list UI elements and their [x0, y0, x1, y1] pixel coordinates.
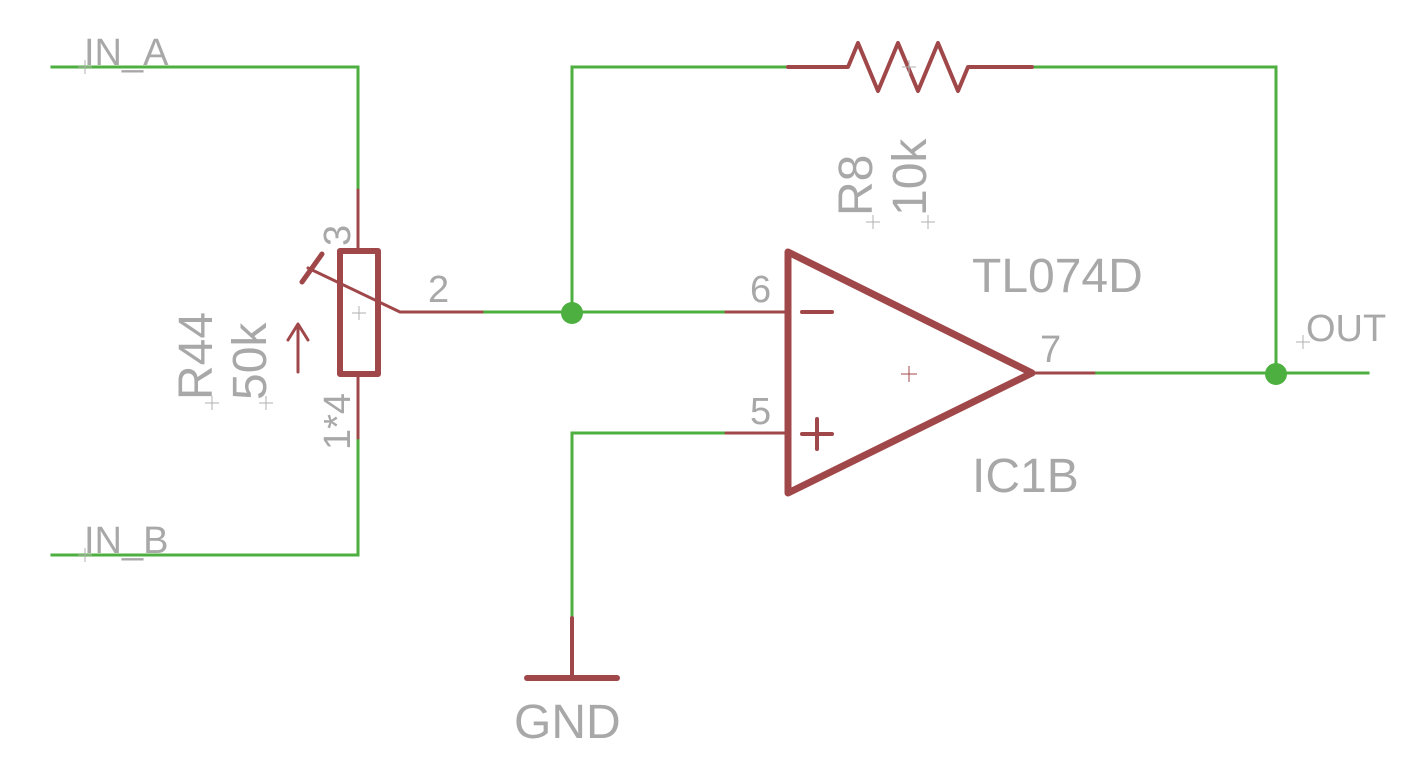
- wire-in-b[interactable]: [50, 436, 360, 557]
- pot-body: [337, 248, 381, 377]
- net-label-in-b: IN_B: [84, 520, 168, 562]
- pot-name-label: R44: [170, 312, 223, 400]
- wire-noninverting-to-gnd[interactable]: [570, 431, 728, 620]
- pot-adjust-arrow-icon: [286, 322, 310, 342]
- opamp-pin-noninverting-label: 5: [750, 391, 771, 433]
- resistor-value-label: 10k: [884, 138, 937, 216]
- resistor-r8[interactable]: [786, 41, 1034, 93]
- pot-pin-wiper-label: 2: [428, 269, 449, 311]
- pot-origin-cross: [352, 306, 366, 320]
- ground-symbol[interactable]: [524, 616, 620, 681]
- pot-pin-bottom-label: 1*4: [317, 393, 359, 450]
- wires: [50, 65, 1370, 620]
- net-label-gnd: GND: [514, 696, 621, 749]
- resistor-origin-cross: [902, 60, 916, 74]
- opamp-origin-cross: [901, 366, 917, 382]
- wire-feedback-right[interactable]: [1030, 65, 1278, 375]
- wire-feedback-left[interactable]: [570, 65, 790, 314]
- opamp-ic1b[interactable]: [724, 248, 1096, 497]
- net-label-in-a: IN_A: [84, 32, 169, 74]
- net-label-out: OUT: [1306, 308, 1386, 350]
- opamp-part-label: TL074D: [972, 250, 1143, 303]
- pot-value-label: 50k: [224, 322, 277, 400]
- pot-pin-top-label: 3: [317, 225, 359, 246]
- pot-wiper-stop: [299, 251, 325, 285]
- junction-output-node: [1265, 363, 1287, 385]
- opamp-pin-inverting-label: 6: [750, 269, 771, 311]
- wire-in-a[interactable]: [50, 65, 360, 192]
- junction-inverting-node: [561, 302, 583, 324]
- opamp-name-label: IC1B: [972, 450, 1079, 503]
- potentiometer-r44[interactable]: [286, 188, 484, 440]
- pot-wiper: [306, 266, 484, 314]
- opamp-pin-output-label: 7: [1040, 329, 1061, 371]
- opamp-triangle: [784, 248, 1036, 497]
- resistor-name-label: R8: [830, 155, 883, 216]
- label-origin-crosses: [78, 60, 1310, 562]
